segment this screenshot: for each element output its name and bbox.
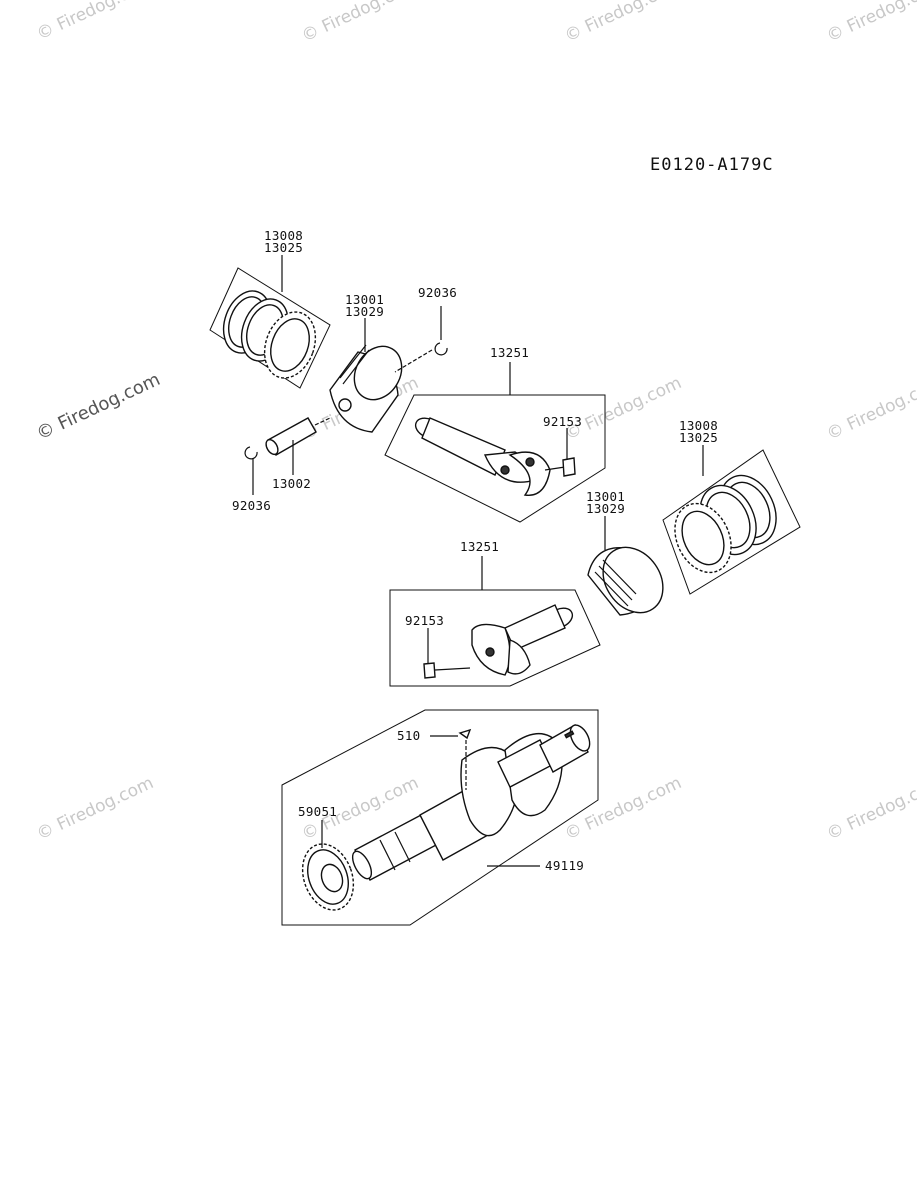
rod-bolt-1[interactable]: 92153 — [543, 414, 582, 477]
piston-icon — [587, 546, 664, 616]
piston-ring-set-2[interactable]: 13008 13025 — [662, 418, 801, 595]
assembly-line — [314, 417, 331, 426]
connecting-rod-icon — [414, 417, 551, 496]
piston-2[interactable]: 13001 13029 — [586, 489, 675, 624]
part-number: 92036 — [418, 285, 457, 300]
conrod-2-box — [389, 589, 601, 687]
piston-ring-set-1[interactable]: 13008 13025 — [209, 228, 331, 389]
part-number: 13002 — [272, 476, 311, 491]
connecting-rod-1[interactable]: 13251 — [384, 345, 606, 523]
crank-gear-icon — [301, 843, 355, 911]
diagram-code: E0120-A179C — [650, 155, 774, 175]
part-number: 13001 — [345, 292, 384, 307]
part-number: 13025 — [679, 430, 718, 445]
piston-ring-set-icon — [674, 474, 777, 574]
conrod-1-box — [384, 394, 606, 523]
rod-bolt-icon — [544, 457, 576, 477]
part-number: 13029 — [345, 304, 384, 319]
crankshaft-box — [281, 709, 599, 926]
watermark: © Firedog.com — [299, 0, 422, 47]
part-number: 49119 — [545, 858, 584, 873]
watermark: © Firedog.com — [824, 373, 917, 445]
crankshaft-assembly[interactable]: 49119 — [281, 709, 599, 926]
assembly-line — [394, 349, 433, 373]
watermark: © Firedog.com — [562, 373, 685, 445]
part-number: 510 — [397, 728, 420, 743]
piston-1[interactable]: 13001 13029 — [329, 292, 411, 433]
part-number: 13251 — [460, 539, 499, 554]
connecting-rod-2[interactable]: 13251 — [389, 539, 601, 687]
crank-gear[interactable]: 59051 — [294, 804, 362, 917]
watermark: © Firedog.com — [34, 773, 157, 845]
crankshaft-icon — [351, 724, 591, 881]
part-number: 92153 — [405, 613, 444, 628]
rod-bolt-icon — [423, 662, 471, 679]
woodruff-key[interactable]: 510 — [397, 728, 472, 790]
part-number: 59051 — [298, 804, 337, 819]
part-number: 13008 — [264, 228, 303, 243]
connecting-rod-icon — [471, 604, 574, 676]
circlip-icon — [244, 446, 258, 460]
piston-pin[interactable]: 13002 — [264, 417, 331, 491]
watermarks: © Firedog.com © Firedog.com © Firedog.co… — [33, 0, 917, 845]
piston-ring-set-icon — [222, 290, 317, 379]
watermark: © Firedog.com — [33, 369, 163, 445]
circlip-icon — [434, 342, 448, 356]
circlip-1[interactable]: 92036 — [394, 285, 457, 373]
part-number: 13025 — [264, 240, 303, 255]
part-number: 13251 — [490, 345, 529, 360]
watermark: © Firedog.com — [562, 773, 685, 845]
watermark: © Firedog.com — [562, 0, 685, 47]
ring-set-2-box — [662, 449, 801, 595]
part-number: 92153 — [543, 414, 582, 429]
circlip-2[interactable]: 92036 — [232, 446, 271, 513]
rod-bolt-2[interactable]: 92153 — [405, 613, 471, 679]
woodruff-key-icon — [458, 728, 472, 740]
part-number: 13001 — [586, 489, 625, 504]
part-number: 13008 — [679, 418, 718, 433]
part-number: 13029 — [586, 501, 625, 516]
watermark: © Firedog.com — [824, 0, 917, 47]
piston-pin-icon — [265, 417, 317, 456]
watermark: © Firedog.com — [34, 0, 157, 45]
part-number: 92036 — [232, 498, 271, 513]
watermark: © Firedog.com — [824, 773, 917, 845]
piston-icon — [329, 344, 403, 433]
